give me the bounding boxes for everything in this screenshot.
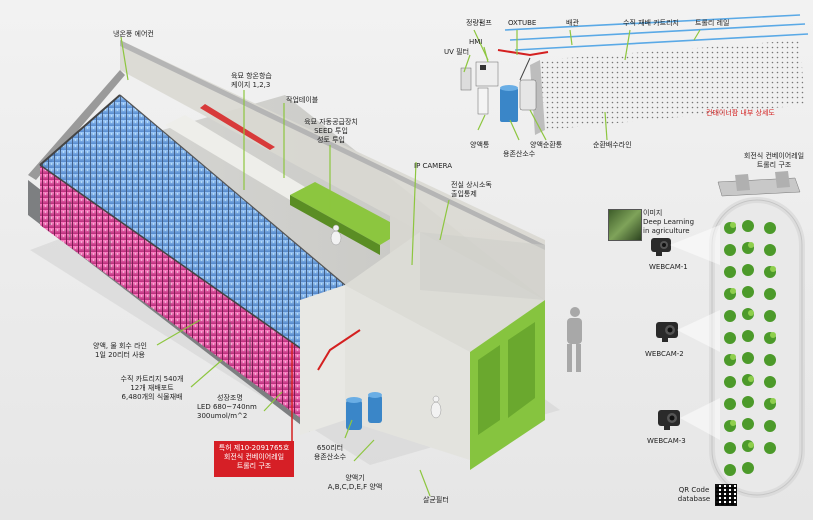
label-cartridge: 수직 카트리지 540개 12개 재배포트 6,480개의 식물재배 bbox=[120, 375, 184, 401]
label-nursery: 육묘 항온항습 케이지 1,2,3 bbox=[231, 72, 272, 89]
label-pump: 정량펌프 bbox=[466, 19, 492, 27]
label-vertical-cart: 수직 재배 카트리지 bbox=[623, 19, 679, 27]
label-oxtube: OXTUBE bbox=[508, 19, 537, 27]
interior-detail-diagram bbox=[460, 14, 809, 135]
label-seeder: 육묘 자동공급장치 SEED 투입 성토 투입 bbox=[304, 118, 358, 144]
label-ozone-650: 650리터 용존산소수 bbox=[313, 444, 347, 461]
label-piping: 배관 bbox=[566, 19, 579, 27]
qr-code-icon bbox=[715, 484, 737, 506]
label-interior-detail: 컨테이너팜 내부 상세도 bbox=[706, 109, 775, 117]
label-webcam-2: WEBCAM-2 bbox=[645, 350, 684, 358]
label-dissolved-o2: 용존산소수 bbox=[503, 150, 536, 158]
label-cooling: 냉온풍 에어컨 bbox=[113, 30, 154, 38]
label-disinfect: 전실 상시소독 출입통제 bbox=[451, 181, 492, 198]
rotary-conveyor-diagram bbox=[651, 171, 805, 498]
label-nutrient-line: 양액, 물 회수 라인 1일 20리터 사용 bbox=[93, 342, 147, 359]
label-sterilize-filter: 살균필터 bbox=[423, 496, 449, 504]
label-webcam-3: WEBCAM-3 bbox=[647, 437, 686, 445]
label-nutrient-tank: 양액통 bbox=[470, 141, 490, 149]
label-growlight: 성장조명 LED 680~740nm 300umol/m^2 bbox=[197, 394, 257, 420]
plant-columns bbox=[724, 220, 776, 476]
label-qr: QR Code database bbox=[677, 486, 711, 503]
label-circ-line: 순환배수라인 bbox=[593, 141, 632, 149]
label-nutrient-tanks: 양액기 A,B,C,D,E,F 양액 bbox=[327, 474, 383, 491]
main-container bbox=[28, 40, 582, 470]
label-uv-filter: UV 필터 bbox=[444, 48, 470, 56]
leader-lines bbox=[120, 29, 701, 497]
webcam-1-icon bbox=[651, 238, 671, 256]
label-ipcamera: IP CAMERA bbox=[414, 162, 453, 170]
label-nutrient-circ: 양액순환통 bbox=[530, 141, 563, 149]
deep-learning-thumbnail bbox=[608, 209, 642, 241]
webcam-3-icon bbox=[658, 410, 680, 430]
label-worktable: 작업테이블 bbox=[286, 96, 319, 104]
label-hmi: HMI bbox=[469, 38, 483, 46]
webcam-2-icon bbox=[656, 322, 678, 342]
label-rotary-rail: 회전식 컨베이어레일 트롤리 구조 bbox=[743, 152, 805, 169]
label-dl-image: 이미지 Deep Learning in agriculture bbox=[643, 209, 695, 235]
label-trolley-rail: 트롤리 레일 bbox=[695, 19, 730, 27]
patent-badge: 특허 제10-2091765호 회전식 컨베이어레일 트롤리 구조 bbox=[214, 441, 294, 477]
label-webcam-1: WEBCAM-1 bbox=[649, 263, 688, 271]
